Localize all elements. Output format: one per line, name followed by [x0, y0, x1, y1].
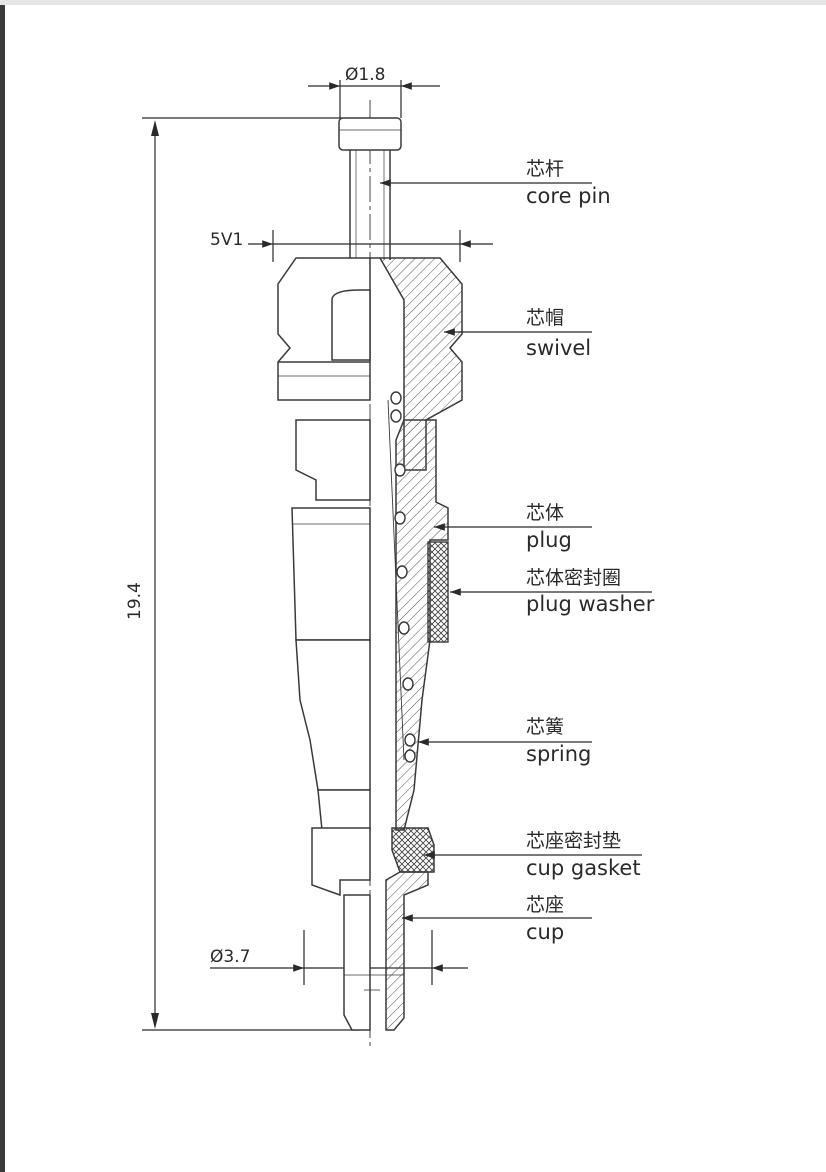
core-pin — [338, 117, 402, 260]
part-label-en-cup: cup — [526, 920, 564, 944]
window-frame-left — [0, 0, 5, 1172]
swivel — [277, 257, 463, 471]
part-label-en-swivel: swivel — [526, 336, 591, 360]
dimension-total-length — [142, 117, 360, 1031]
thread-label: 5V1 — [210, 230, 243, 250]
total-length-label: 19.4 — [125, 582, 145, 620]
dimension-bottom-diameter — [210, 930, 468, 985]
part-label-cn-plug: 芯体 — [526, 502, 564, 524]
cup-gasket — [391, 827, 435, 873]
part-label-cn-plug-washer: 芯体密封圈 — [526, 567, 621, 589]
part-label-en-plug-washer: plug washer — [526, 592, 655, 616]
top-diameter-label: Ø1.8 — [345, 65, 385, 85]
window-frame-top — [0, 0, 826, 5]
part-label-cn-swivel: 芯帽 — [526, 307, 564, 329]
part-label-cn-cup: 芯座 — [526, 894, 564, 916]
cup — [311, 827, 429, 1031]
part-label-en-plug: plug — [526, 528, 572, 552]
bottom-diameter-label: Ø3.7 — [210, 947, 250, 967]
dimension-top-diameter — [308, 80, 440, 118]
part-label-cn-cup-gasket: 芯座密封垫 — [526, 830, 621, 852]
part-label-en-core-pin: core pin — [526, 184, 611, 208]
part-label-en-spring: spring — [526, 742, 591, 766]
plug — [291, 419, 449, 831]
dimension-thread — [248, 230, 493, 262]
spring — [387, 391, 416, 763]
part-label-cn-spring: 芯簧 — [526, 716, 564, 738]
part-label-cn-core-pin: 芯杆 — [526, 158, 564, 180]
plug-washer — [427, 541, 449, 643]
part-label-en-cup-gasket: cup gasket — [526, 856, 641, 880]
